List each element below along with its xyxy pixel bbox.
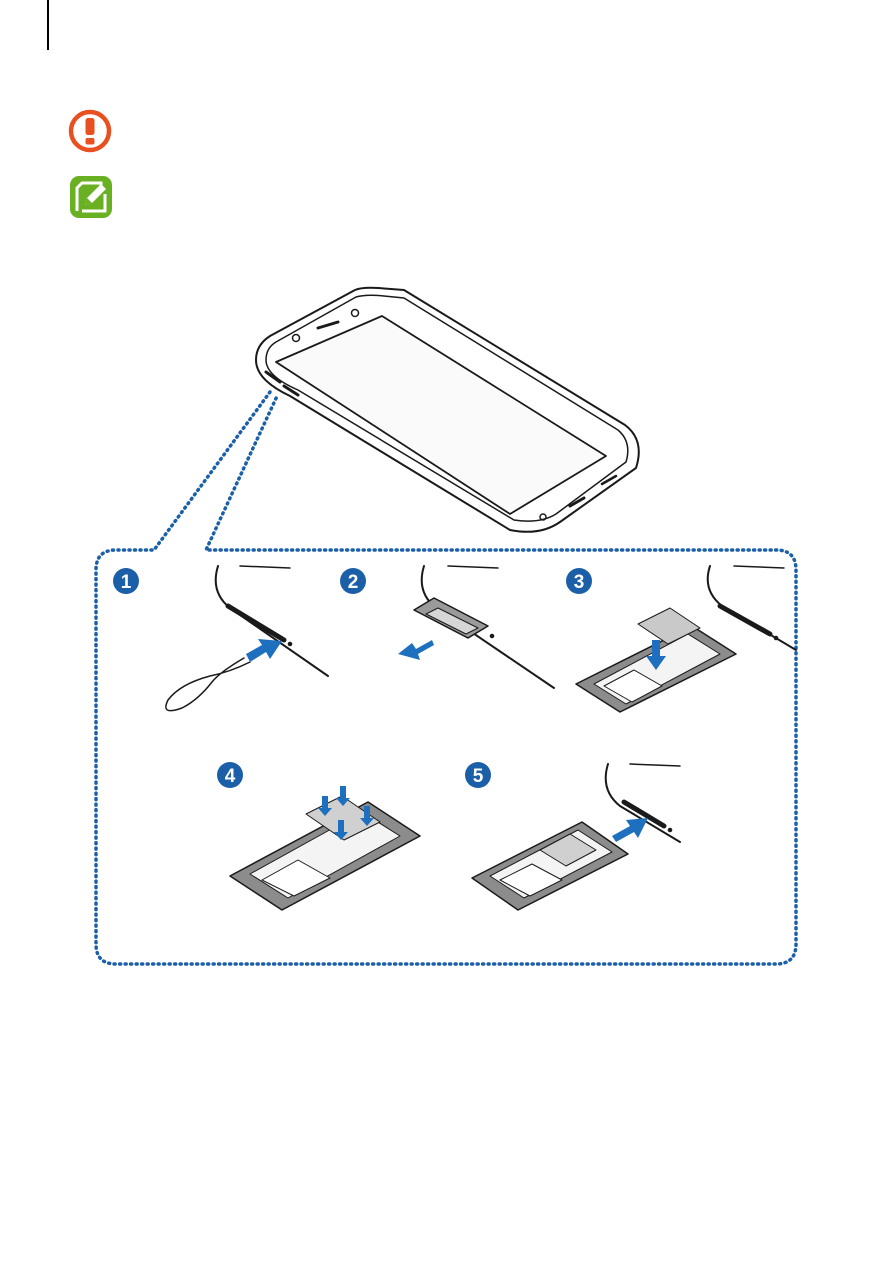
step-5-illustration <box>472 764 680 910</box>
step-1-illustration <box>166 566 328 711</box>
step-3-illustration <box>576 566 796 712</box>
step-4-badge: 4 <box>217 762 243 788</box>
step-3-label: 3 <box>574 572 585 593</box>
step-4-label: 4 <box>225 766 236 787</box>
step-2-illustration <box>414 566 554 688</box>
step-2-badge: 2 <box>340 568 366 594</box>
step-2-label: 2 <box>348 572 359 593</box>
phone-illustration <box>256 288 639 532</box>
step-5-badge: 5 <box>465 762 491 788</box>
pull-tray-arrow <box>398 640 434 660</box>
step-1-label: 1 <box>121 572 132 593</box>
insert-tray-arrow <box>612 818 648 842</box>
step-3-badge: 3 <box>566 568 592 594</box>
step-5-label: 5 <box>473 766 484 787</box>
insert-pin-arrow <box>246 639 282 662</box>
step-1-badge: 1 <box>113 568 139 594</box>
